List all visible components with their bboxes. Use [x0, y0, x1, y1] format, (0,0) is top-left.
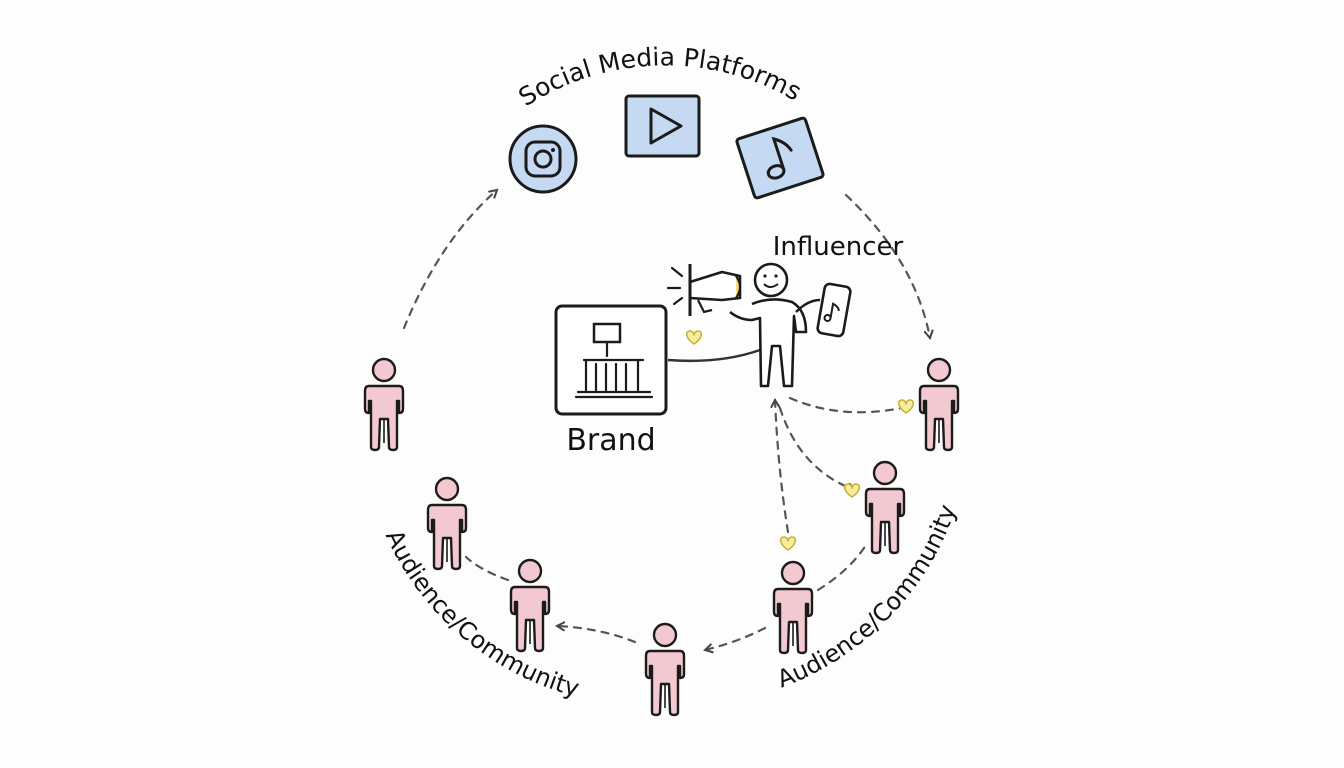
arrow-right-chain	[818, 545, 866, 590]
heart-icon	[845, 484, 860, 497]
audience-person	[365, 359, 403, 450]
brand-icon	[556, 306, 666, 414]
play-video-icon	[626, 96, 699, 156]
heart-icon	[781, 537, 796, 550]
instagram-icon	[510, 126, 576, 192]
audience-person	[774, 562, 812, 653]
audience-person	[511, 560, 549, 651]
arrow-platforms-to-audience	[846, 195, 930, 338]
heart-icon	[687, 331, 702, 344]
megaphone-icon	[668, 264, 740, 316]
influencer-link-down	[775, 400, 788, 532]
audience-person	[866, 462, 904, 553]
influencer-figure	[730, 264, 820, 386]
phone-icon	[817, 283, 851, 337]
arrow-audience-to-platforms	[404, 190, 497, 328]
music-note-icon	[736, 117, 824, 198]
audience-label-left: Audience/Community	[380, 525, 582, 702]
influencer-label: Influencer	[773, 232, 904, 262]
audience-person	[428, 478, 466, 569]
arrow-bottom-center	[705, 628, 765, 650]
arrow-left-chain	[466, 557, 508, 580]
influencer-link-middle	[780, 408, 855, 490]
influencer-link-right	[790, 398, 902, 412]
audience-person	[920, 359, 958, 450]
audience-person	[646, 624, 684, 715]
arrow-bottom-left	[557, 626, 635, 642]
brand-label: Brand	[566, 423, 655, 458]
heart-icon	[899, 400, 914, 413]
brand-influencer-link	[668, 350, 760, 361]
